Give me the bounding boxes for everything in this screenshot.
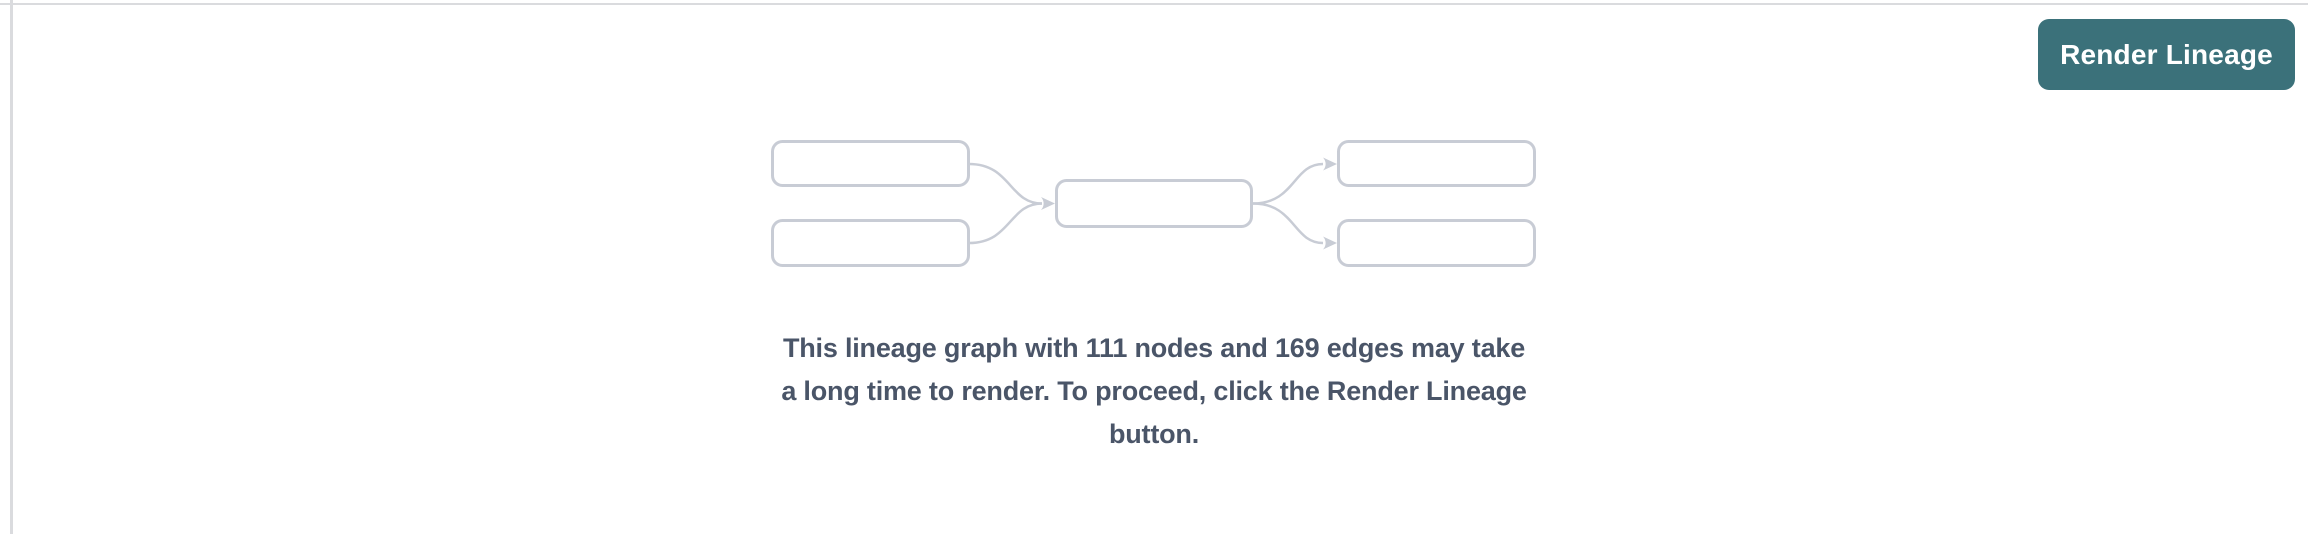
placeholder-message: This lineage graph with 111 nodes and 16…: [0, 327, 2308, 456]
arrowhead-center: [1041, 197, 1055, 210]
edge-left-bottom: [968, 202, 1043, 245]
placeholder-node-right-top: [1337, 140, 1536, 187]
edge-right-bottom: [1252, 202, 1324, 245]
placeholder-node-center: [1055, 179, 1253, 228]
arrowhead-right-bottom: [1323, 236, 1337, 250]
panel-top-border: [0, 3, 2308, 5]
edge-left-top: [968, 162, 1043, 205]
message-line-2: a long time to render. To proceed, click…: [781, 376, 1527, 406]
lineage-graph-illustration-icon: [771, 140, 1536, 267]
arrowhead-right-top: [1323, 157, 1337, 171]
panel-left-border: [10, 0, 13, 534]
placeholder-node-left-top: [771, 140, 970, 187]
render-lineage-button[interactable]: Render Lineage: [2038, 19, 2295, 90]
message-line-1: This lineage graph with 111 nodes and 16…: [782, 333, 1526, 363]
message-line-3: button.: [1108, 419, 1200, 449]
placeholder-node-right-bottom: [1337, 219, 1536, 267]
edge-right-top: [1252, 162, 1324, 205]
placeholder-node-left-bottom: [771, 219, 970, 267]
